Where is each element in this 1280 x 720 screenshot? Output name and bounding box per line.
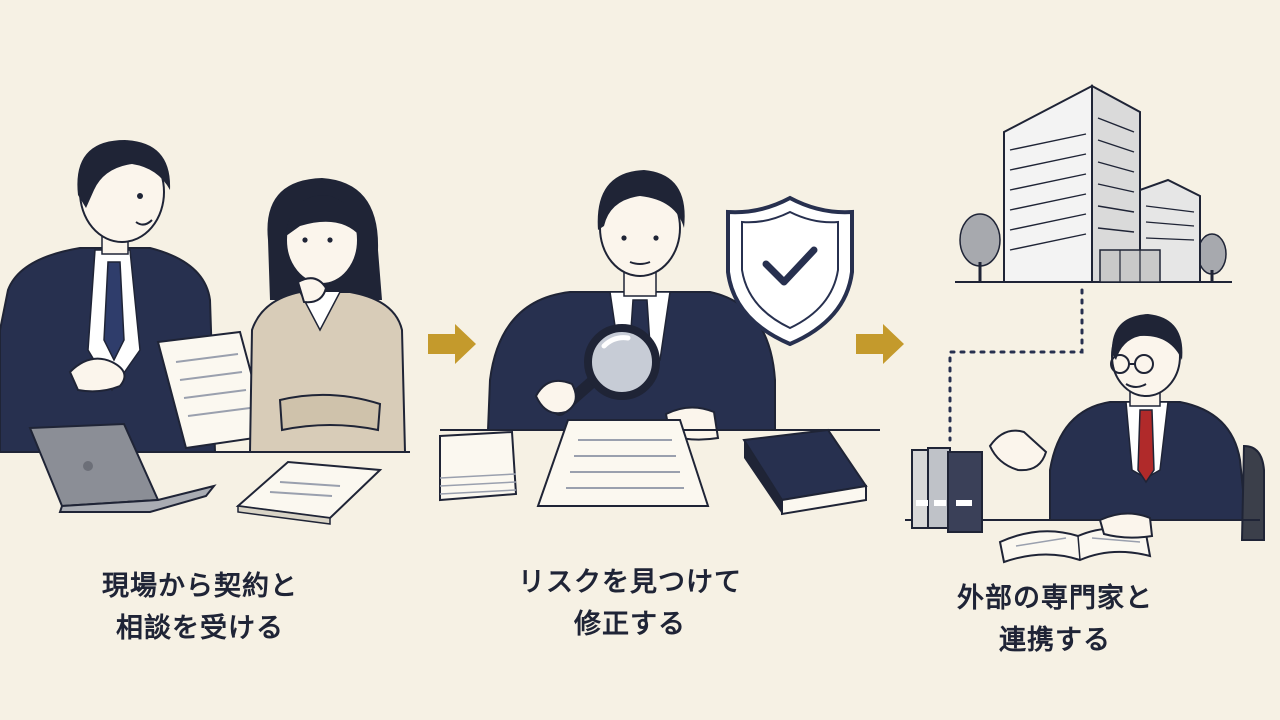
binders-icon (911, 447, 983, 533)
office-building-icon (955, 84, 1232, 283)
businesswoman-icon (248, 178, 407, 453)
connector-line (948, 288, 1084, 442)
step-3-caption-line-1: 外部の専門家と (957, 583, 1153, 614)
paper-stack-icon (235, 460, 383, 525)
step-3-illustration (905, 84, 1265, 564)
step-1-caption-line-1: 現場から契約と (102, 571, 298, 602)
step-3-caption: 外部の専門家と 連携する (905, 578, 1205, 662)
step-3-caption-line-2: 連携する (999, 625, 1111, 656)
step-1-caption-line-2: 相談を受ける (116, 613, 284, 644)
step-2-illustration (439, 170, 880, 516)
step-1-caption: 現場から契約と 相談を受ける (60, 566, 340, 650)
paper-stack-icon (439, 430, 518, 502)
arrow-right-icon (856, 324, 904, 364)
arrow-right-icon (428, 324, 476, 364)
shield-check-icon (726, 195, 854, 347)
document-icon (536, 419, 710, 507)
open-book-icon (998, 512, 1154, 564)
step-2-caption-line-2: 修正する (574, 609, 686, 640)
magnifier-icon (534, 324, 660, 416)
book-icon (742, 428, 868, 516)
laptop-icon (28, 422, 217, 513)
step-2-caption: リスクを見つけて 修正する (480, 562, 780, 646)
businessman-icon (0, 140, 217, 453)
step-1-illustration (0, 140, 410, 525)
lawyer-icon (988, 314, 1265, 541)
step-2-caption-line-1: リスクを見つけて (518, 567, 742, 598)
